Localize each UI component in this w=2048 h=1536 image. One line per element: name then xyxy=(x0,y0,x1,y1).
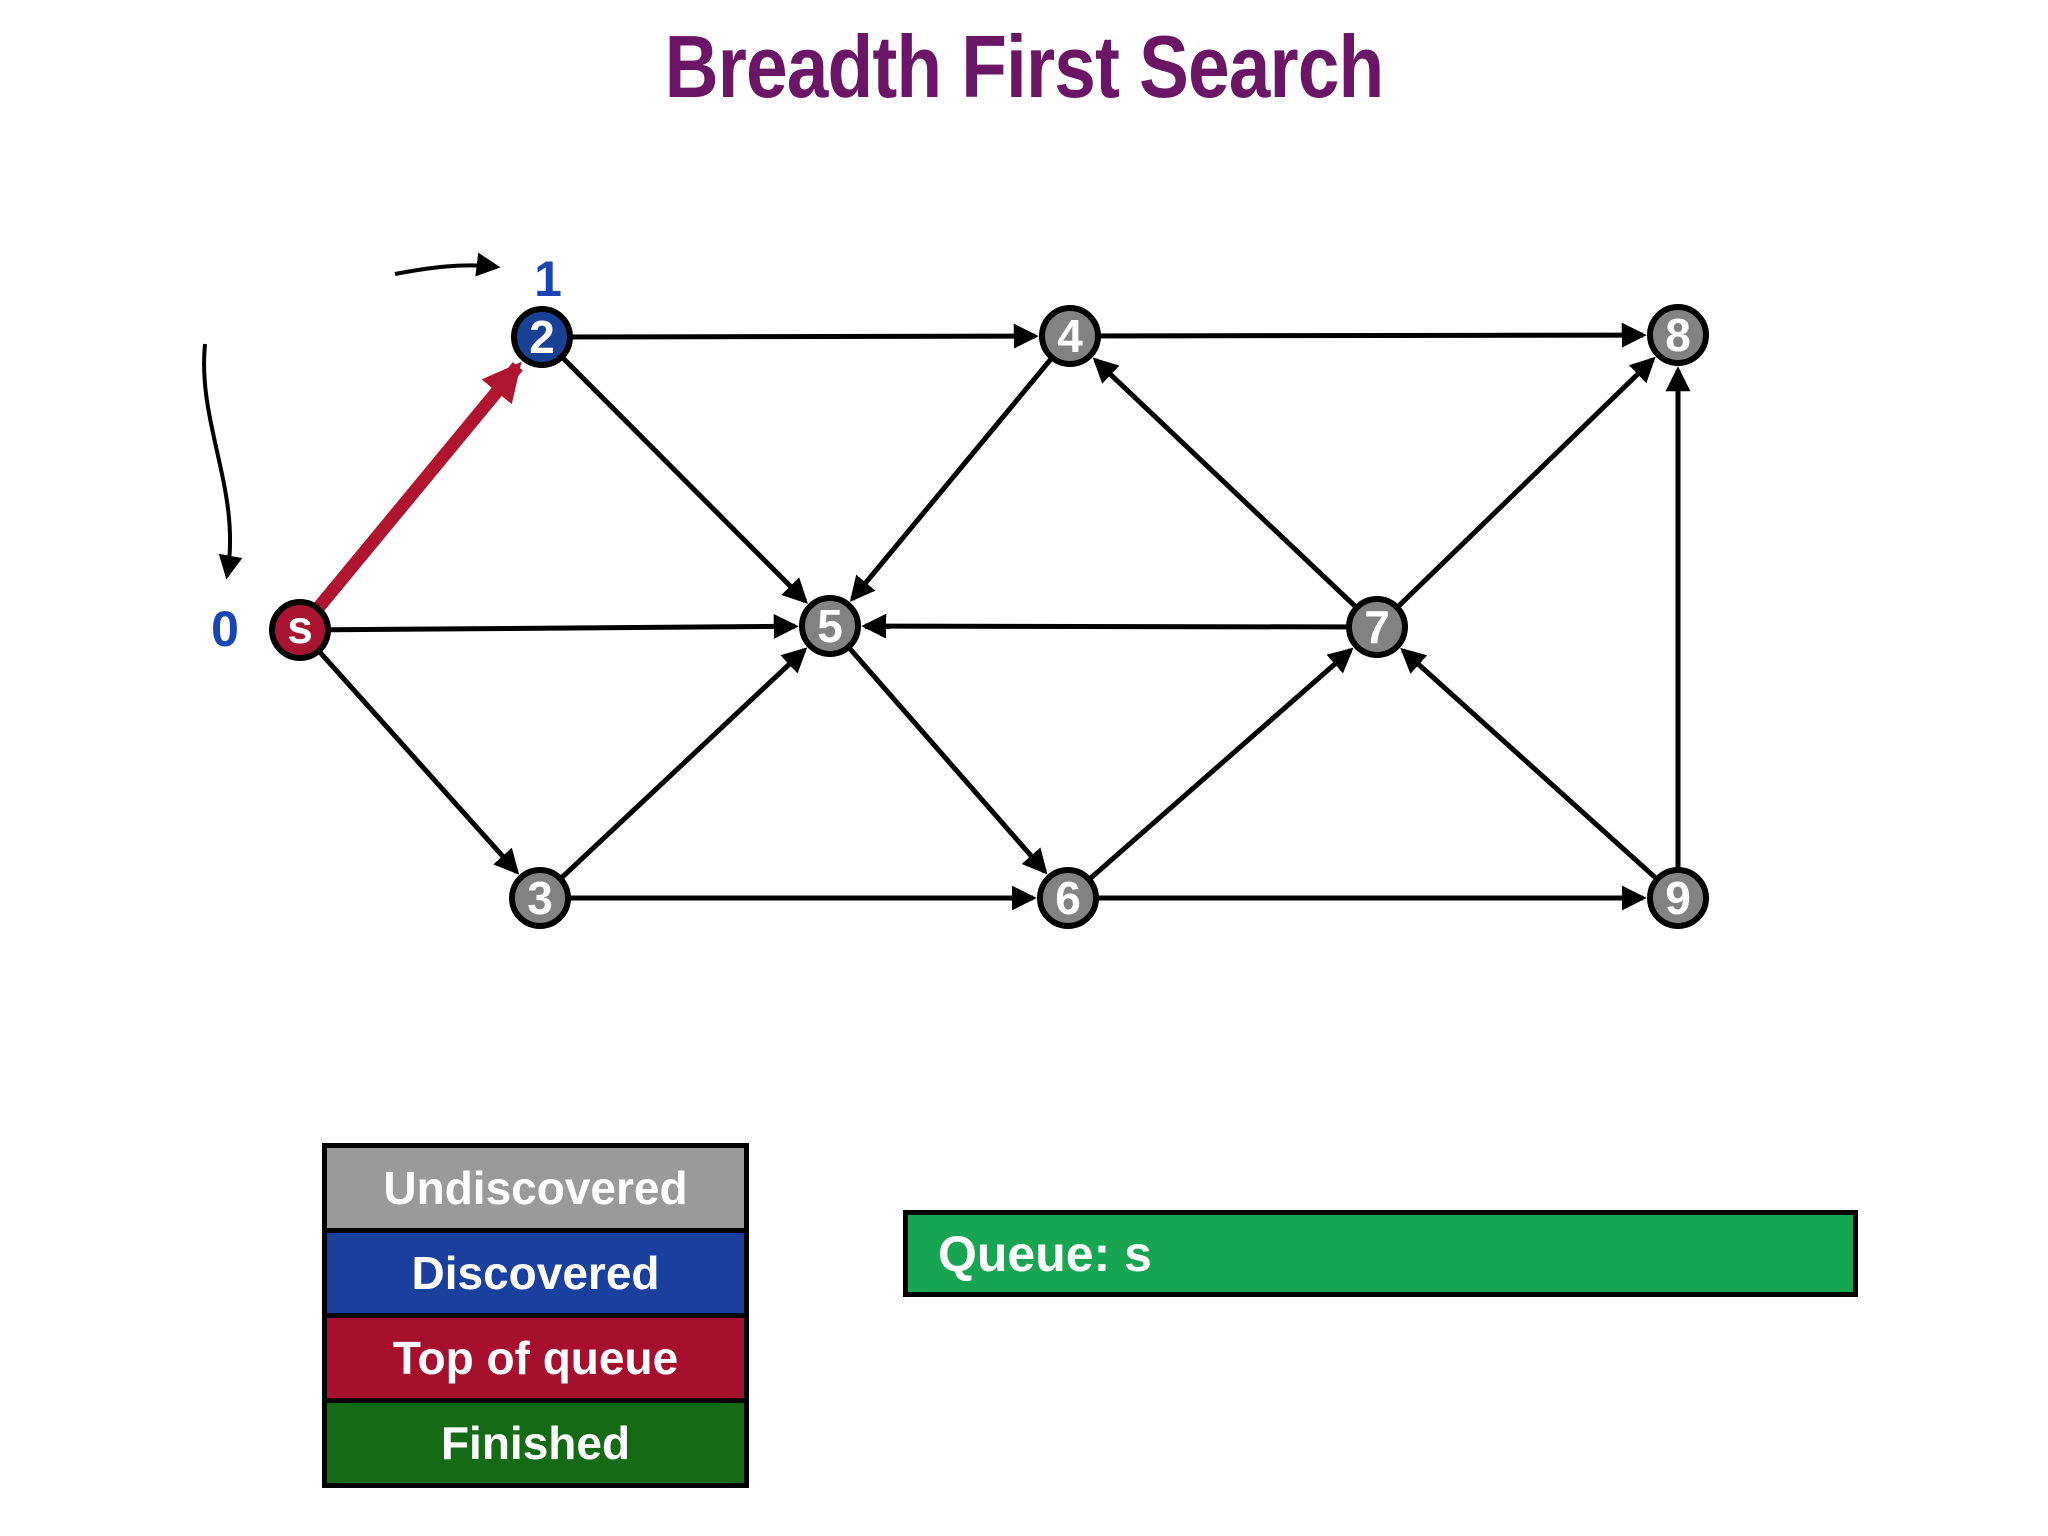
graph-node-label-6: 6 xyxy=(1055,872,1081,924)
graph-edge-2-4 xyxy=(541,323,1039,349)
graph-node-3 xyxy=(509,867,571,929)
queue-text: Queue: s xyxy=(938,1225,1152,1282)
graph-node-label-8: 8 xyxy=(1665,309,1691,361)
legend-item-finished: Finished xyxy=(327,1403,744,1483)
graph-edge-4-8 xyxy=(1069,322,1647,348)
queue-display: Queue: s xyxy=(903,1210,1858,1297)
graph-node-6 xyxy=(1037,867,1099,929)
graph-node-label-5: 5 xyxy=(817,600,843,652)
graph-node-7 xyxy=(1346,596,1408,658)
graph-edge-2-5 xyxy=(540,335,808,604)
graph-node-s xyxy=(269,599,331,661)
page-title: Breadth First Search xyxy=(664,17,1385,116)
graph-edge-7-8 xyxy=(1375,356,1656,629)
legend-item-top-of-queue: Top of queue xyxy=(327,1318,744,1398)
distance-label-1: 1 xyxy=(534,251,562,307)
graph-node-2 xyxy=(511,306,573,368)
state-legend: Undiscovered Discovered Top of queue Fin… xyxy=(322,1143,749,1488)
graph-edge-7-4 xyxy=(1092,357,1379,629)
graph-node-9 xyxy=(1647,867,1709,929)
legend-item-discovered: Discovered xyxy=(327,1233,744,1313)
graph-edge-6-7 xyxy=(1066,647,1354,900)
graph-edge-s-3 xyxy=(298,628,520,875)
graph-node-5 xyxy=(799,595,861,657)
pointer-arrow-to-1 xyxy=(394,252,501,277)
graph-node-label-9: 9 xyxy=(1665,872,1691,924)
graph-node-label-s: s xyxy=(287,601,313,653)
graph-edge-7-5 xyxy=(861,613,1378,639)
legend-item-undiscovered: Undiscovered xyxy=(327,1148,744,1228)
graph-node-label-3: 3 xyxy=(527,872,553,924)
graph-node-4 xyxy=(1039,305,1101,367)
graph-node-label-7: 7 xyxy=(1364,601,1390,653)
graph-edge-3-5 xyxy=(538,647,808,900)
graph-node-label-2: 2 xyxy=(529,311,555,363)
graph-edge-5-6 xyxy=(828,624,1048,875)
pointer-arrow-to-0 xyxy=(202,343,243,580)
graph-edge-9-7 xyxy=(1400,647,1680,900)
graph-edge-s-5 xyxy=(299,613,799,639)
distance-label-0: 0 xyxy=(211,601,239,657)
graph-node-label-4: 4 xyxy=(1057,310,1083,362)
graph-edge-4-5 xyxy=(849,334,1072,602)
graph-node-8 xyxy=(1647,304,1709,366)
graph-edge-s-2 xyxy=(294,361,523,635)
